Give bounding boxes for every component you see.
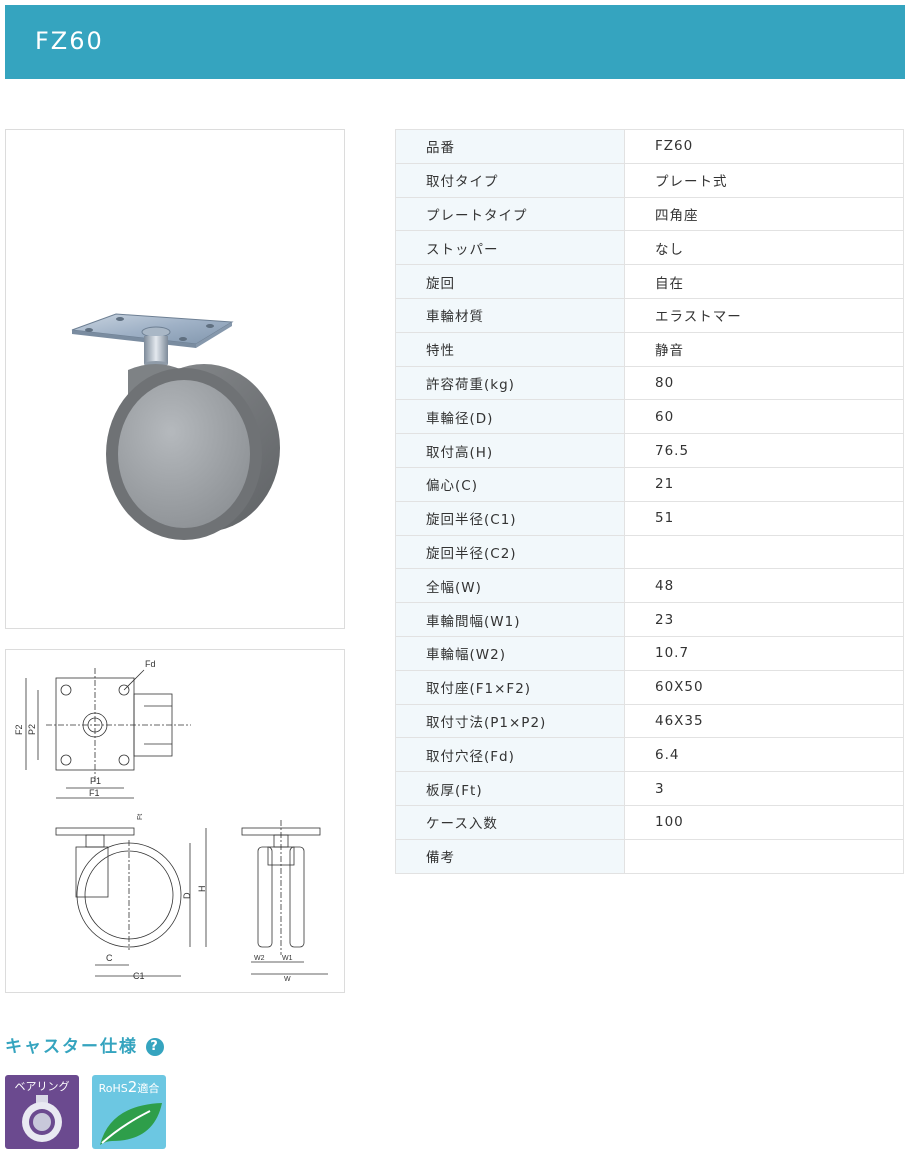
- spec-row: 許容荷重(kg)80: [395, 365, 904, 401]
- spec-value: 静音: [624, 331, 904, 367]
- spec-key: 許容荷重(kg): [395, 365, 625, 401]
- spec-row: 取付タイププレート式: [395, 162, 904, 198]
- spec-value: なし: [624, 230, 904, 266]
- spec-row: 旋回自在: [395, 264, 904, 299]
- spec-value: 6.4: [624, 737, 904, 773]
- spec-value: 21: [624, 466, 904, 502]
- spec-value: 自在: [624, 264, 904, 299]
- spec-row: ストッパーなし: [395, 230, 904, 266]
- spec-row: 車輪間幅(W1)23: [395, 602, 904, 637]
- spec-row: 取付穴径(Fd)6.4: [395, 737, 904, 773]
- spec-value: 100: [624, 804, 904, 840]
- spec-row: 旋回半径(C2): [395, 534, 904, 570]
- spec-value: 48: [624, 568, 904, 604]
- caster-spec-title: キャスター仕様: [5, 1037, 138, 1057]
- spec-row: 車輪径(D)60: [395, 399, 904, 435]
- spec-row: プレートタイプ四角座: [395, 196, 904, 232]
- spec-key: 取付タイプ: [395, 162, 625, 198]
- help-icon[interactable]: ?: [146, 1038, 164, 1056]
- spec-key: 品番: [395, 129, 625, 164]
- spec-row: 全幅(W)48: [395, 568, 904, 604]
- spec-key: ストッパー: [395, 230, 625, 266]
- spec-key: 偏心(C): [395, 466, 625, 502]
- rohs-badge-label: RoHS2適合: [98, 1078, 160, 1096]
- spec-key: 車輪材質: [395, 297, 625, 333]
- spec-key: 取付座(F1×F2): [395, 669, 625, 705]
- spec-key: 全幅(W): [395, 568, 625, 604]
- label-c: C: [106, 953, 113, 963]
- spec-key: プレートタイプ: [395, 196, 625, 232]
- product-photo: [5, 129, 345, 629]
- label-w2: W2: [254, 955, 265, 962]
- spec-value: 80: [624, 365, 904, 401]
- label-f1: F1: [89, 788, 100, 798]
- spec-value: 60: [624, 399, 904, 435]
- spec-row: 偏心(C)21: [395, 466, 904, 502]
- label-p1: P1: [90, 776, 101, 786]
- bearing-badge: ベアリング: [5, 1075, 79, 1149]
- spec-key: 車輪幅(W2): [395, 635, 625, 671]
- bearing-badge-label: ベアリング: [14, 1080, 70, 1093]
- spec-value: エラストマー: [624, 297, 904, 333]
- spec-value: [624, 534, 904, 570]
- spec-row: 備考: [395, 838, 904, 874]
- technical-drawing: Fd F2 P2 P1 F1 Ft D H C C1: [5, 649, 345, 993]
- label-w: W: [284, 976, 291, 983]
- label-h: H: [197, 886, 207, 893]
- spec-key: 車輪径(D): [395, 399, 625, 435]
- spec-key: 板厚(Ft): [395, 771, 625, 806]
- dimension-drawing: Fd F2 P2 P1 F1 Ft D H C C1: [14, 659, 328, 983]
- spec-row: 車輪材質エラストマー: [395, 297, 904, 333]
- spec-value: 60X50: [624, 669, 904, 705]
- spec-row: 取付寸法(P1×P2)46X35: [395, 703, 904, 739]
- spec-value: 51: [624, 500, 904, 536]
- spec-value: 3: [624, 771, 904, 806]
- spec-row: 取付高(H)76.5: [395, 433, 904, 468]
- spec-key: ケース入数: [395, 804, 625, 840]
- spec-row: 車輪幅(W2)10.7: [395, 635, 904, 671]
- spec-row: 板厚(Ft)3: [395, 771, 904, 806]
- rohs-badge: RoHS2適合: [92, 1075, 166, 1149]
- spec-value: FZ60: [624, 129, 904, 164]
- spec-key: 特性: [395, 331, 625, 367]
- label-f2: F2: [14, 724, 24, 735]
- spec-value: プレート式: [624, 162, 904, 198]
- spec-value: [624, 838, 904, 874]
- spec-value: 46X35: [624, 703, 904, 739]
- spec-value: 10.7: [624, 635, 904, 671]
- label-d: D: [182, 892, 192, 899]
- spec-value: 76.5: [624, 433, 904, 468]
- spec-value: 23: [624, 602, 904, 637]
- label-w1: W1: [282, 955, 293, 962]
- spec-key: 取付寸法(P1×P2): [395, 703, 625, 739]
- label-c1: C1: [133, 971, 145, 981]
- spec-key: 備考: [395, 838, 625, 874]
- spec-key: 旋回半径(C2): [395, 534, 625, 570]
- spec-key: 取付穴径(Fd): [395, 737, 625, 773]
- caster-photo-illustration: [71, 313, 280, 540]
- caster-spec-heading: キャスター仕様?: [5, 1032, 164, 1057]
- spec-value: 四角座: [624, 196, 904, 232]
- label-ft: Ft: [137, 814, 144, 820]
- page-title: FZ60: [35, 27, 104, 55]
- spec-row: 取付座(F1×F2)60X50: [395, 669, 904, 705]
- spec-row: 特性静音: [395, 331, 904, 367]
- spec-key: 旋回半径(C1): [395, 500, 625, 536]
- bearing-icon: [22, 1095, 62, 1142]
- label-p2: P2: [27, 724, 37, 735]
- page-header: FZ60: [5, 5, 905, 79]
- spec-key: 旋回: [395, 264, 625, 299]
- leaf-icon: [100, 1103, 162, 1145]
- spec-row: 旋回半径(C1)51: [395, 500, 904, 536]
- label-fd: Fd: [145, 659, 156, 669]
- spec-key: 取付高(H): [395, 433, 625, 468]
- spec-key: 車輪間幅(W1): [395, 602, 625, 637]
